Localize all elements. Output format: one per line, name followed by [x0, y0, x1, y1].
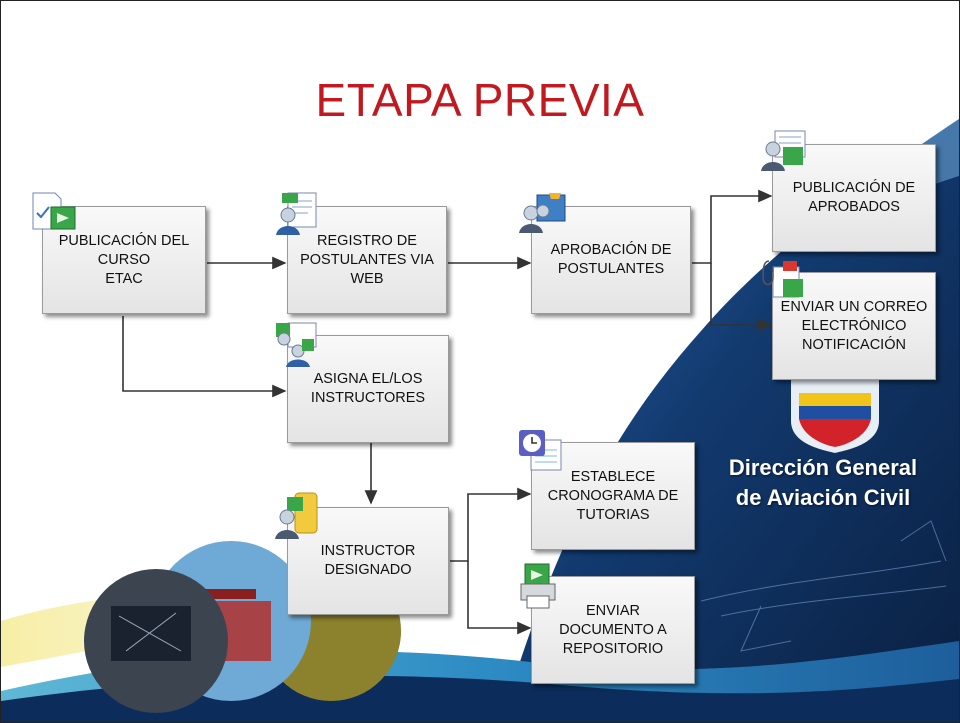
brand-text: Dirección General de Aviación Civil — [707, 453, 939, 513]
node-publicacion-aprobados-label: PUBLICACIÓN DE APROBADOS — [792, 180, 916, 215]
node-aprobacion-postulantes[interactable]: APROBACIÓN DE POSTULANTES — [531, 206, 691, 314]
node-enviar-documento[interactable]: ENVIAR DOCUMENTO A REPOSITORIO — [531, 576, 695, 684]
node-asigna-instructores[interactable]: ASIGNA EL/LOS INSTRUCTORES — [287, 335, 449, 443]
users-approval-icon — [519, 193, 566, 233]
node-registro-postulantes-label: REGISTRO DE POSTULANTES VIA WEB — [300, 232, 434, 287]
instructor-database-icon — [275, 492, 318, 539]
node-instructor-designado-label: INSTRUCTOR DESIGNADO — [320, 543, 416, 578]
node-establece-cronograma-label: ESTABLECE CRONOGRAMA DE TUTORIAS — [547, 468, 679, 523]
node-asigna-instructores-label: ASIGNA EL/LOS INSTRUCTORES — [310, 371, 426, 406]
node-aprobacion-postulantes-label: APROBACIÓN DE POSTULANTES — [550, 242, 672, 277]
users-assign-icon — [276, 322, 317, 367]
printer-document-icon — [520, 563, 556, 609]
users-publish-icon — [761, 130, 806, 171]
brand-line-2: de Aviación Civil — [735, 485, 911, 510]
slide-title: ETAPA PREVIA — [315, 74, 645, 126]
node-enviar-correo-label: ENVIAR UN CORREO ELECTRÓNICO NOTIFICACIÓ… — [780, 298, 928, 353]
user-form-icon — [276, 192, 317, 235]
node-publicacion-curso-label: PUBLICACIÓN DEL CURSO ETAC — [58, 232, 190, 287]
document-arrow-icon — [32, 192, 76, 230]
brand-line-1: Dirección General — [728, 455, 918, 480]
clock-calendar-icon — [519, 430, 562, 471]
node-enviar-documento-label: ENVIAR DOCUMENTO A REPOSITORIO — [559, 602, 667, 657]
attachment-mail-icon — [762, 260, 803, 298]
